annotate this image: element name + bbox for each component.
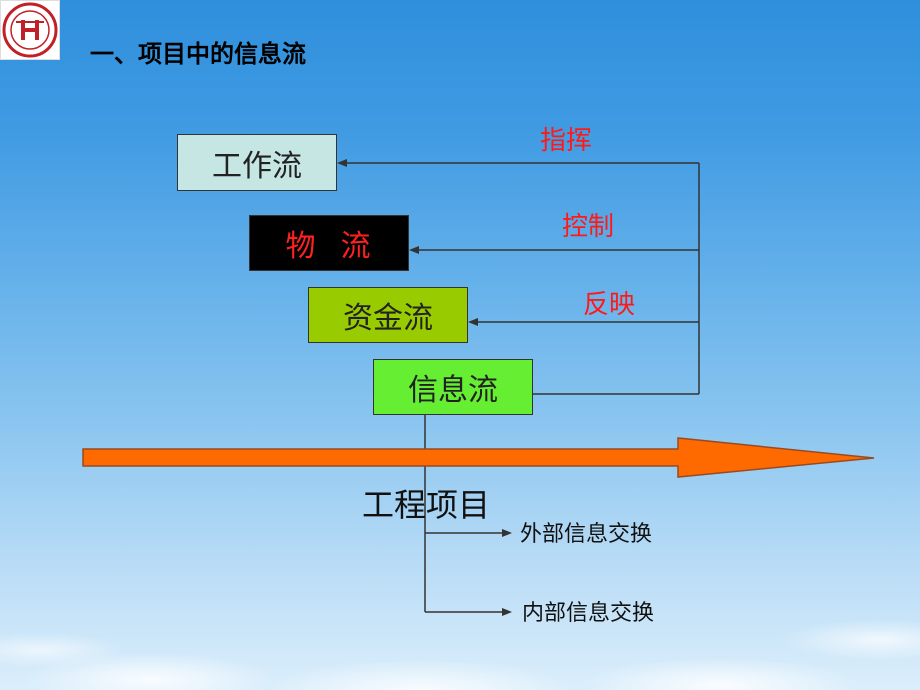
info-flow-label: 信息流 [408, 373, 498, 408]
reflect-label: 反映 [583, 290, 636, 320]
slide-title: 一、项目中的信息流 [90, 40, 306, 68]
control-label: 控制 [562, 212, 615, 242]
project-label: 工程项目 [362, 486, 491, 524]
university-logo [0, 0, 60, 60]
material-flow-label: 物 流 [285, 229, 373, 264]
capital-flow-label: 资金流 [343, 301, 433, 336]
cloud-background [0, 570, 920, 690]
material-flow-box: 物 流 [249, 215, 409, 271]
capital-flow-box: 资金流 [308, 287, 468, 343]
internal-exchange-label: 内部信息交换 [522, 601, 655, 626]
work-flow-label: 工作流 [212, 148, 302, 184]
info-flow-box: 信息流 [373, 359, 533, 415]
work-flow-box: 工作流 [177, 134, 337, 191]
command-label: 指挥 [540, 126, 593, 156]
external-exchange-label: 外部信息交换 [520, 522, 653, 547]
